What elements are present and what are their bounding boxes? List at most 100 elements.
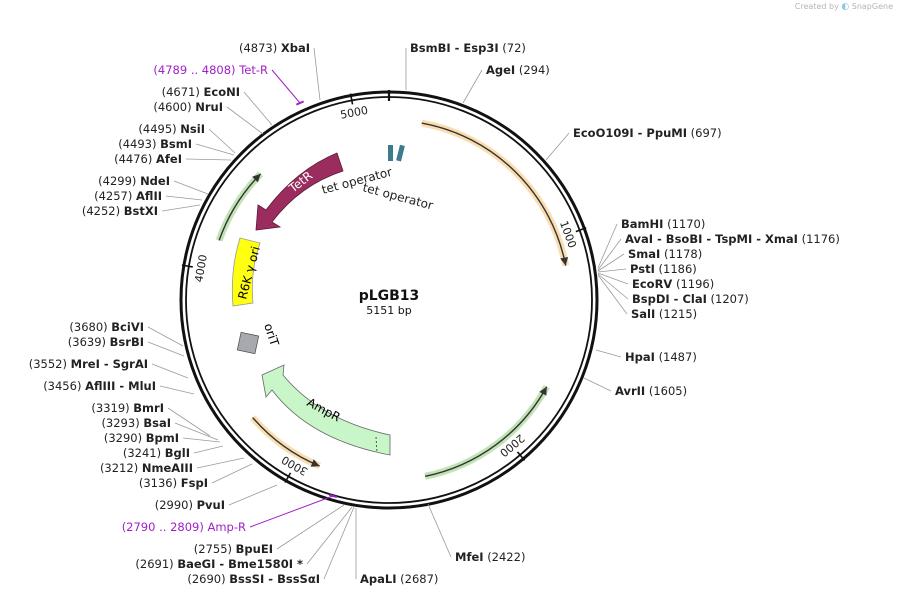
- leader-nrui: [226, 106, 264, 135]
- site-label-hpai: HpaI (1487): [625, 350, 697, 364]
- site-label-apali: ApaLI (2687): [360, 572, 438, 586]
- leader-aflii: [165, 195, 203, 201]
- site-leader-lines: [147, 47, 629, 580]
- site-name-bstxi: BstXI: [124, 204, 158, 218]
- site-position-econi: (4671): [162, 85, 200, 99]
- leader-bpmi: [182, 437, 221, 443]
- site-name-agei: AgeI: [486, 63, 515, 77]
- site-name-bsai: BsaI: [143, 416, 171, 430]
- site-name-avrii: AvrII: [615, 384, 645, 398]
- site-position-ecorv: (1196): [676, 277, 714, 291]
- site-name-bpuei: BpuEI: [236, 542, 273, 556]
- site-name-bsmbi-esp3i: BsmBI - Esp3I: [410, 41, 499, 55]
- site-name-ndei: NdeI: [140, 174, 170, 188]
- tick-2000: [516, 451, 526, 461]
- site-label-bgli: (3241) BglI: [123, 446, 190, 460]
- site-name-aflii: AflII: [136, 189, 162, 203]
- site-position-mfei: (2422): [487, 550, 525, 564]
- site-label-nrui: (4600) NruI: [153, 100, 223, 114]
- feature-arrow-2: [310, 459, 320, 467]
- tick-5000: [349, 93, 354, 105]
- site-position-bpuei: (2755): [194, 542, 232, 556]
- site-name-nrui: NruI: [195, 100, 223, 114]
- site-position-baegi-bme1580i: (2691): [135, 557, 173, 571]
- site-position-ndei: (4299): [98, 174, 136, 188]
- leader-tet-r: [271, 69, 301, 104]
- site-position-avai-bsobi-tspmi-xmai: (1176): [802, 232, 840, 246]
- site-label-psti: PstI (1186): [630, 262, 697, 276]
- leader-bamhi: [597, 223, 618, 269]
- site-position-bsmbi-esp3i: (72): [502, 41, 526, 55]
- feature-arc-0: [421, 122, 567, 266]
- site-position-mrei-sgrai: (3552): [29, 357, 67, 371]
- leader-bsai: [174, 422, 219, 441]
- leader-smai: [597, 253, 625, 272]
- site-name-sali: SalI: [631, 307, 655, 321]
- site-label-nsii: (4495) NsiI: [138, 122, 205, 136]
- site-name-apali: ApaLI: [360, 572, 397, 586]
- site-position-amp-r: (2790 .. 2809): [122, 520, 204, 534]
- plasmid-name: pLGB13: [359, 288, 420, 304]
- site-position-apali: (2687): [400, 572, 438, 586]
- leader-nsii: [208, 128, 236, 154]
- tick-3000: [284, 472, 292, 483]
- site-label-bmri: (3319) BmrI: [91, 401, 164, 415]
- site-label-avai-bsobi-tspmi-xmai: AvaI - BsoBI - TspMI - XmaI (1176): [625, 232, 840, 246]
- site-position-avrii: (1605): [649, 384, 687, 398]
- site-label-xbai: (4873) XbaI: [239, 41, 310, 55]
- site-name-bsmi: BsmI: [160, 137, 192, 151]
- leader-sali: [597, 274, 628, 315]
- snapgene-brand: Created by ◐ SnapGene: [795, 2, 893, 12]
- feature-arc-glow-1: [424, 385, 550, 480]
- feature-arrow-1: [539, 386, 547, 396]
- site-position-nsii: (4495): [138, 122, 176, 136]
- primer-mark-amp-r: [328, 493, 338, 499]
- leader-bsrbi: [147, 341, 185, 357]
- site-name-ecoo109i-ppumi: EcoO109I - PpuMI: [573, 126, 687, 140]
- leader-econi: [243, 91, 273, 126]
- site-position-agei: (294): [519, 63, 550, 77]
- site-name-nmeaiii: NmeAIII: [142, 461, 193, 475]
- site-position-xbai: (4873): [239, 41, 277, 55]
- leader-ecorv: [597, 272, 629, 285]
- site-name-bamhi: BamHI: [621, 217, 663, 231]
- site-position-bcivi: (3680): [69, 320, 107, 334]
- site-labels: (4873) XbaI(4789 .. 4808) Tet-R(4671) Ec…: [29, 41, 840, 586]
- plasmid-size: 5151 bp: [366, 304, 411, 317]
- site-label-bpmi: (3290) BpmI: [104, 431, 179, 445]
- site-label-smai: SmaI (1178): [628, 247, 702, 261]
- site-position-afei: (4476): [114, 152, 152, 166]
- site-label-ecorv: EcoRV (1196): [632, 277, 714, 291]
- leader-ecoo109i-ppumi: [545, 132, 570, 161]
- leader-xbai: [313, 47, 321, 101]
- site-label-baegi-bme1580i: (2691) BaeGI - Bme1580I *: [135, 557, 303, 571]
- brand-created-by: Created by: [794, 2, 839, 11]
- leader-ndei: [173, 180, 209, 195]
- site-position-bmri: (3319): [91, 401, 129, 415]
- tet-operator-mark-2: [396, 144, 405, 162]
- tet-operator-mark-1: [388, 145, 393, 161]
- site-position-fspi: (3136): [139, 476, 177, 490]
- site-label-aflii: (4257) AflII: [94, 189, 162, 203]
- site-position-bamhi: (1170): [667, 217, 705, 231]
- site-position-bsssi-bsss-i: (2690): [187, 572, 225, 586]
- leader-afei: [185, 158, 232, 161]
- site-position-bsai: (3293): [101, 416, 139, 430]
- site-position-bstxi: (4252): [82, 204, 120, 218]
- site-name-bmri: BmrI: [133, 401, 164, 415]
- site-name-fspi: FspI: [181, 476, 208, 490]
- site-position-nmeaiii: (3212): [100, 461, 138, 475]
- site-label-bsssi-bsss-i: (2690) BssSI - BssSαI: [187, 572, 320, 586]
- site-label-amp-r: (2790 .. 2809) Amp-R: [122, 520, 246, 534]
- site-position-ecoo109i-ppumi: (697): [691, 126, 722, 140]
- site-position-psti: (1186): [659, 262, 697, 276]
- primer-mark-tet-r: [295, 100, 305, 106]
- site-label-bstxi: (4252) BstXI: [82, 204, 158, 218]
- site-position-bgli: (3241): [123, 446, 161, 460]
- leader-pvui: [228, 484, 278, 506]
- site-label-afliii-mlui: (3456) AflIII - MluI: [43, 379, 156, 393]
- orit-label: oriT: [261, 322, 282, 349]
- site-name-mfei: MfeI: [455, 550, 484, 564]
- site-name-baegi-bme1580i: BaeGI - Bme1580I *: [177, 557, 303, 571]
- site-position-nrui: (4600): [153, 100, 191, 114]
